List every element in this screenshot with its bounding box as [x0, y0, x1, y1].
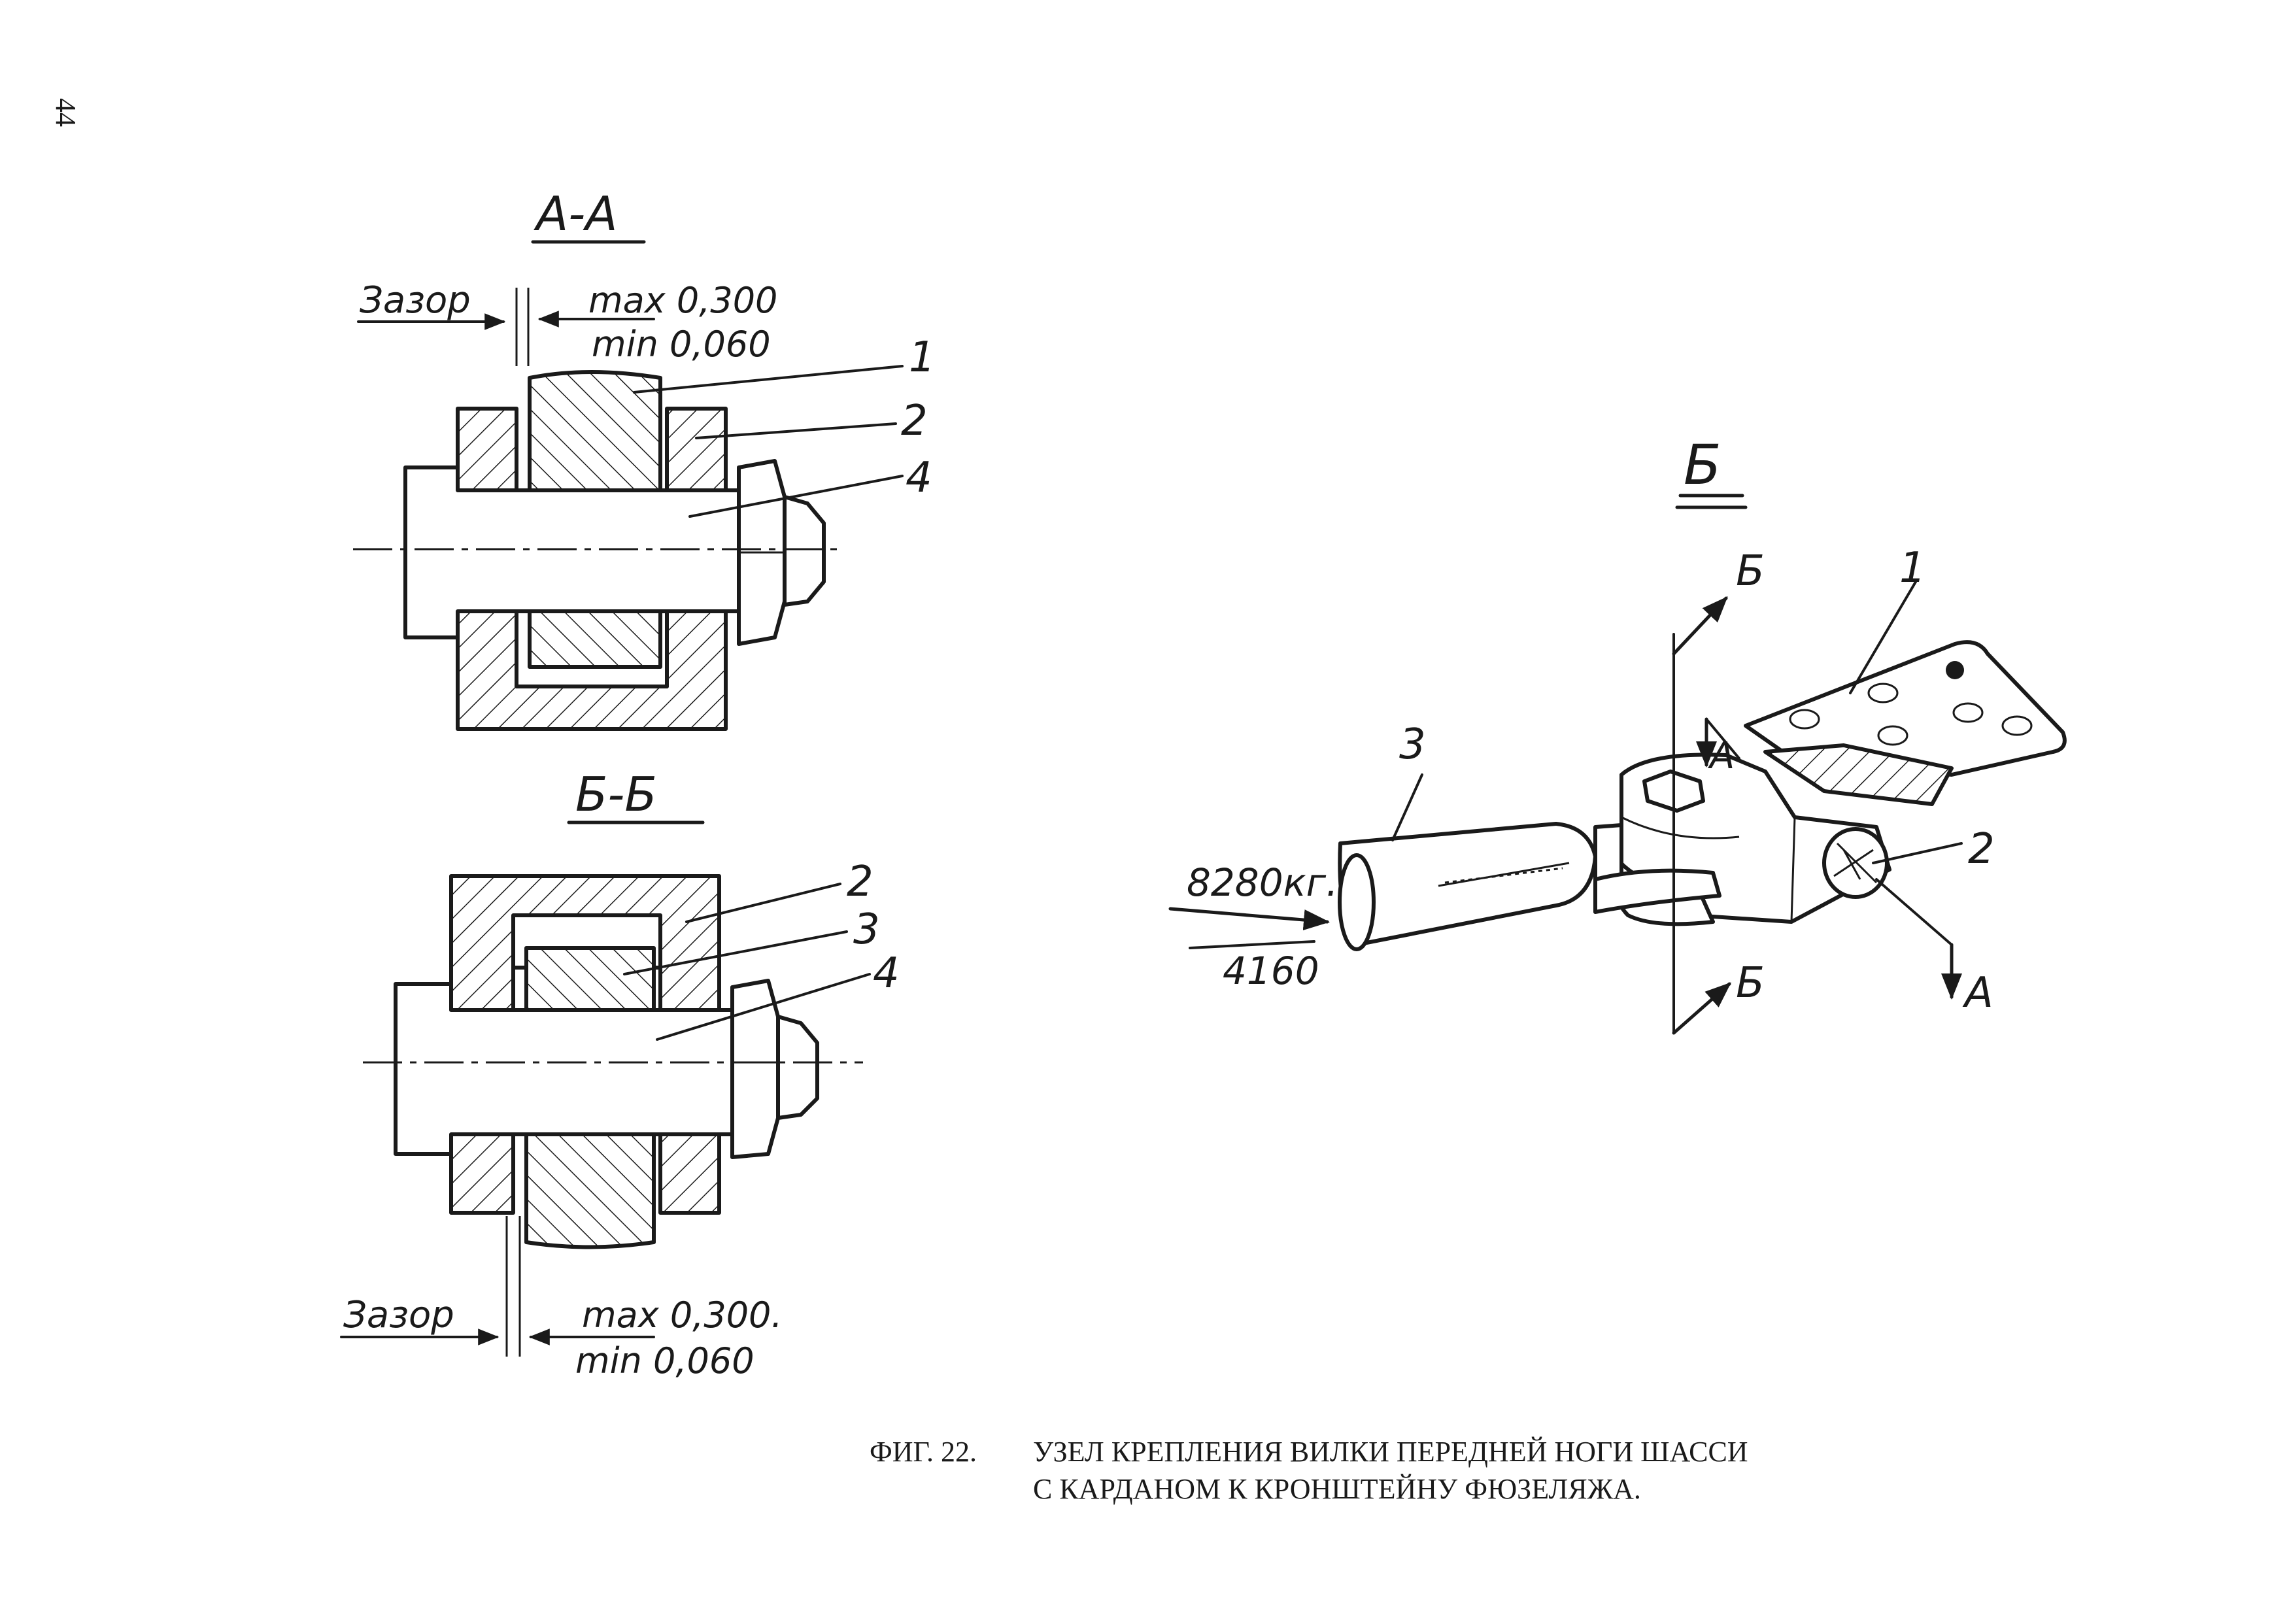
- section-bb-nut: [730, 979, 780, 1159]
- view-b-section-a-top: А: [1708, 735, 1735, 777]
- caption-line-1: УЗЕЛ КРЕПЛЕНИЯ ВИЛКИ ПЕРЕДНЕЙ НОГИ ШАССИ: [1033, 1436, 1748, 1468]
- caption-line-2: С КАРДАНОМ К КРОНШТЕЙНУ ФЮЗЕЛЯЖА.: [1033, 1473, 1641, 1505]
- figure-caption: ФИГ. 22. УЗЕЛ КРЕПЛЕНИЯ ВИЛКИ ПЕРЕДНЕЙ Н…: [870, 1436, 1748, 1505]
- section-bb: Б-Б Зазор max 0,300. min 0,060 2 3 4: [340, 767, 900, 1381]
- view-b-title: Б: [1684, 433, 1721, 497]
- view-b-callout-3: 3: [1399, 720, 1426, 769]
- section-bb-callout-3: 3: [853, 905, 880, 954]
- section-aa-title: А-А: [534, 186, 618, 241]
- view-b-callout-2: 2: [1968, 825, 1995, 873]
- section-aa: А-А Зазор max 0,300 min 0,060 1 2 4: [353, 186, 936, 731]
- page-number: 44: [50, 98, 82, 127]
- section-bb-title: Б-Б: [575, 767, 657, 822]
- view-b-section-b-bottom: Б: [1736, 959, 1765, 1007]
- view-b-strut-rod: [1338, 822, 1597, 947]
- section-bb-bolt: [394, 982, 734, 1156]
- section-aa-callout-2: 2: [901, 397, 928, 445]
- section-bb-callout-4: 4: [873, 949, 900, 998]
- section-aa-callout-4: 4: [906, 454, 932, 502]
- view-b-load-value: 8280кг.: [1187, 860, 1338, 905]
- caption-figure-number: ФИГ. 22.: [870, 1436, 977, 1468]
- view-b-section-a-bottom: А: [1962, 969, 1993, 1017]
- section-aa-gap-label: Зазор: [360, 279, 471, 322]
- section-bb-gap-min: min 0,060: [575, 1340, 755, 1381]
- section-aa-callout-1: 1: [909, 333, 936, 382]
- section-aa-gap-min: min 0,060: [592, 324, 771, 365]
- section-bb-gap-max: max 0,300.: [582, 1294, 783, 1336]
- section-bb-gap-label: Зазор: [343, 1294, 454, 1336]
- section-aa-bolt: [403, 465, 741, 639]
- section-aa-gap-max: max 0,300: [588, 280, 777, 321]
- view-b-load-value-2: 4160: [1223, 949, 1319, 993]
- view-b: Б Б Б: [1168, 433, 2067, 1035]
- section-bb-callout-2: 2: [847, 858, 873, 906]
- view-b-section-b-top: Б: [1736, 547, 1765, 596]
- view-b-callout-1: 1: [1899, 544, 1926, 592]
